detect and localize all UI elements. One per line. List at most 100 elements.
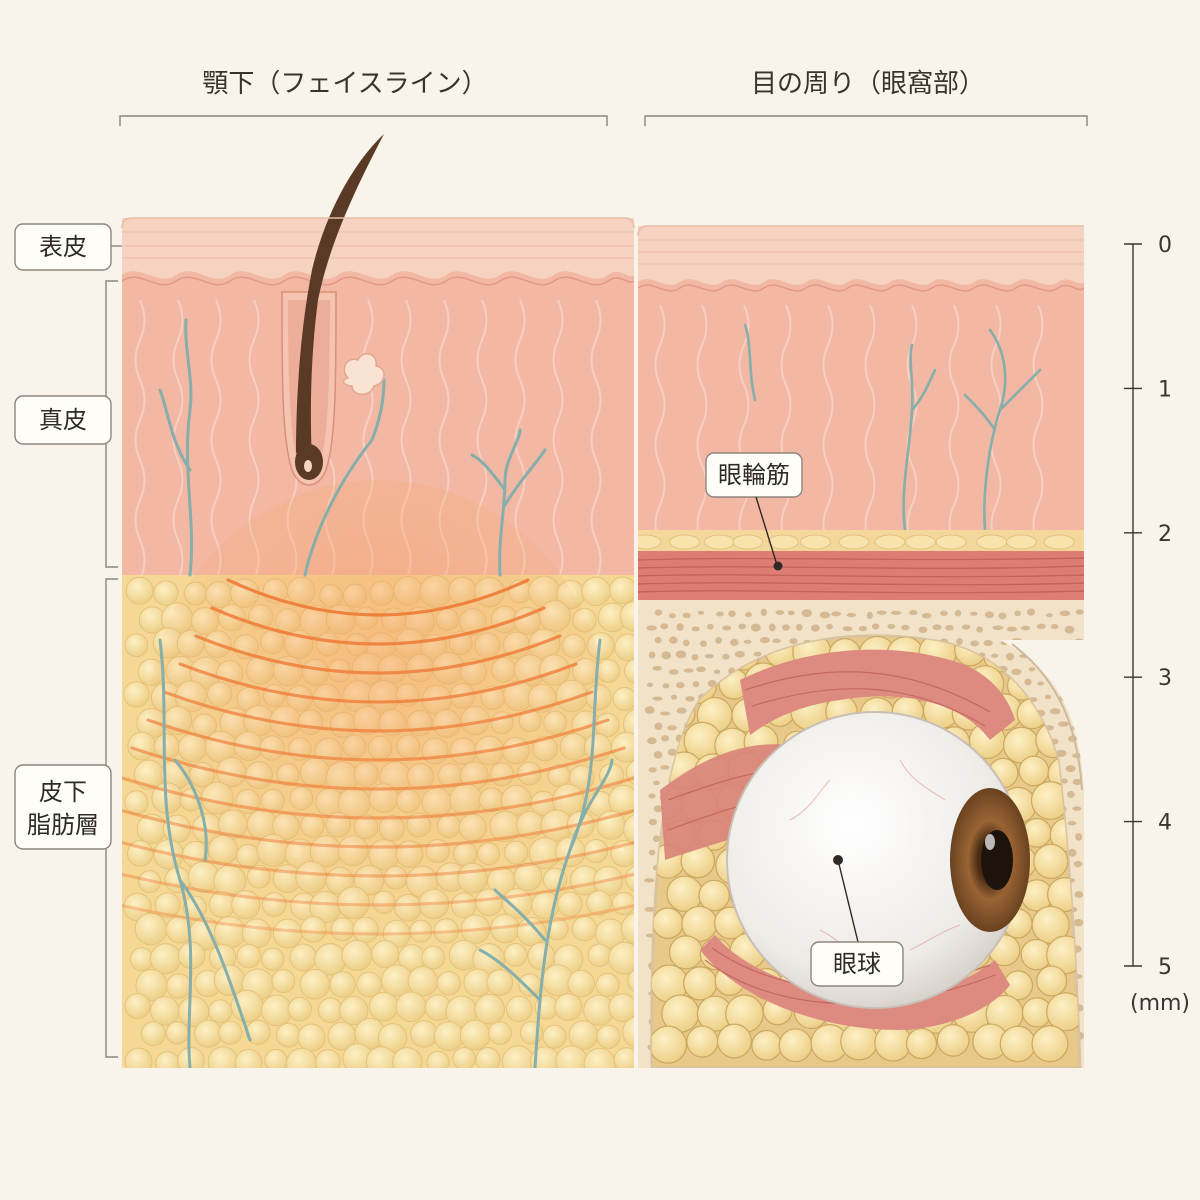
bone-pore — [1014, 610, 1021, 617]
label-eyeball: 眼球 — [833, 950, 881, 978]
fat-cell — [124, 633, 149, 658]
heat-wave-arc — [122, 872, 634, 907]
fat-cell — [583, 838, 609, 864]
fat-cell — [627, 969, 634, 993]
bone-pore — [654, 609, 663, 616]
bone-pore — [1073, 860, 1083, 868]
sebaceous-gland — [342, 353, 385, 395]
bone-pore — [760, 608, 768, 617]
fat-cell — [207, 1046, 239, 1068]
bone-pore — [1061, 778, 1068, 784]
fat-cell — [123, 681, 150, 708]
right-panel-title: 目の周り（眼窩部） — [751, 69, 985, 99]
bone-pore — [1024, 678, 1032, 686]
fat-cell — [486, 969, 514, 996]
fat-cell — [567, 969, 596, 998]
bone-pore — [871, 623, 880, 630]
bone-pore — [722, 625, 732, 631]
bone-pore — [991, 653, 999, 658]
heat-wave-arc — [162, 690, 594, 733]
fat-cell — [767, 534, 799, 550]
bone-pore — [1044, 694, 1052, 700]
bone-pore — [826, 623, 833, 630]
left-blood-vessels — [158, 318, 614, 1068]
bone-pore — [1074, 891, 1084, 899]
fat-cell — [732, 534, 764, 550]
fat-cell — [904, 534, 936, 550]
bone-pore — [945, 625, 954, 631]
fat-cell — [608, 993, 634, 1023]
bone-pore — [1021, 625, 1031, 631]
collagen-fiber — [1032, 304, 1044, 546]
bone-pore — [932, 624, 942, 631]
heat-wave-arc — [130, 746, 626, 791]
label-box-dermis — [14, 395, 112, 445]
collagen-fiber — [864, 304, 876, 546]
bone-pore — [983, 639, 993, 647]
fat-cell — [611, 731, 634, 763]
bone-pore — [661, 735, 669, 742]
orbital-fat-cell — [698, 879, 731, 912]
bone-pore — [1057, 721, 1069, 727]
left-title-bracket — [119, 115, 608, 126]
bone-pore — [1072, 778, 1083, 786]
bone-pore — [1026, 608, 1036, 616]
bone-pore — [745, 611, 752, 618]
label-epidermis: 表皮 — [39, 233, 87, 261]
extraocular-muscle-inferior — [700, 935, 1010, 1030]
bone-pore — [734, 651, 745, 658]
bone-pore — [644, 706, 655, 714]
bone-pore — [715, 637, 722, 644]
orbital-fat-cell — [1033, 843, 1069, 880]
bone-pore — [675, 650, 687, 659]
bone-pore — [648, 793, 656, 799]
fat-cell — [838, 534, 870, 550]
fat-cell — [154, 892, 181, 919]
right-blood-vessels — [743, 323, 1042, 532]
bone-pore — [1072, 806, 1082, 811]
orbital-fat-cell — [716, 1023, 752, 1059]
fat-cell — [213, 916, 247, 949]
bone-pore — [653, 751, 663, 759]
heat-wave-arc — [122, 776, 634, 820]
fat-cell — [426, 1050, 450, 1068]
bone-pore — [831, 611, 842, 617]
collagen-fiber — [948, 304, 960, 546]
fat-cell — [874, 534, 906, 550]
right-panel-eye — [638, 226, 1084, 1068]
depth-tick-label: 0 — [1158, 233, 1172, 258]
fat-cell — [339, 995, 369, 1026]
fat-cell — [610, 840, 634, 868]
bone-pore — [970, 640, 980, 647]
fat-cell — [800, 534, 832, 550]
bone-pore — [716, 611, 724, 617]
bone-pore — [801, 609, 813, 618]
right-title-bracket — [644, 115, 1088, 126]
bone-pore — [713, 669, 721, 674]
bone-pore — [900, 624, 910, 631]
fat-cell — [126, 840, 154, 867]
fat-cell — [612, 686, 634, 712]
extraocular-muscle-superior — [740, 649, 1015, 740]
bone-pore — [652, 835, 661, 842]
bone-pore — [750, 623, 761, 632]
bone-pore — [644, 878, 655, 883]
bone-pore — [961, 624, 971, 630]
fat-cell — [261, 947, 285, 971]
bone-pore — [654, 636, 662, 644]
collagen-fiber — [210, 299, 222, 581]
bone-pore — [652, 696, 663, 701]
fat-cell — [583, 1047, 616, 1068]
fat-cell — [976, 534, 1008, 550]
hair-shaft — [296, 134, 384, 461]
fat-cell — [620, 912, 634, 945]
left-panel-title: 顎下（フェイスライン） — [202, 69, 487, 99]
bone-pore — [700, 640, 707, 647]
bone-pore — [660, 765, 670, 770]
fat-cell — [669, 534, 701, 550]
fat-cell — [149, 943, 182, 975]
bone-pore — [683, 668, 694, 673]
bone-pore — [984, 611, 994, 619]
